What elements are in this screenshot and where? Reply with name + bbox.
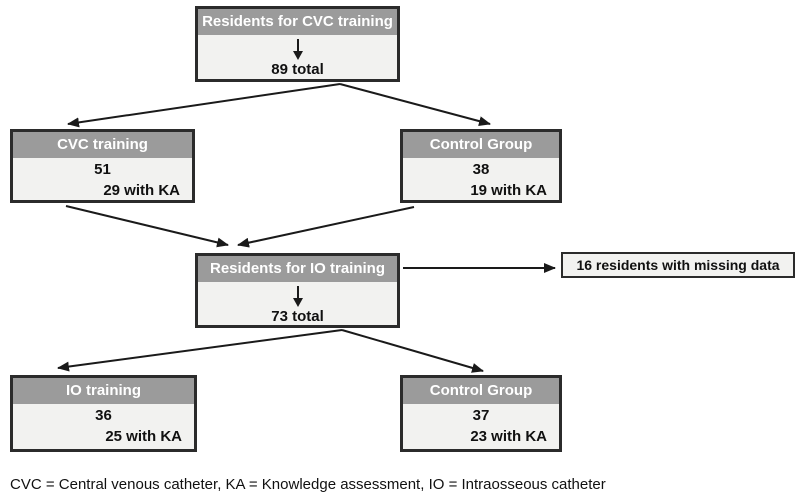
node-io-control-group: Control Group 37 23 with KA: [400, 375, 562, 452]
node-cvc-residents-title: Residents for CVC training: [198, 9, 397, 35]
arrow-io-residents-to-io-training: [57, 329, 343, 372]
node-cvc-training-title: CVC training: [13, 132, 192, 158]
node-io-control-count: 37: [472, 407, 490, 424]
legend-text: CVC = Central venous catheter, KA = Know…: [10, 476, 606, 493]
node-io-residents: Residents for IO training 73 total: [195, 253, 400, 328]
node-cvc-training-ka: 29 with KA: [103, 182, 180, 199]
node-cvc-control-count: 38: [472, 161, 490, 178]
node-cvc-control-ka: 19 with KA: [470, 182, 547, 199]
node-cvc-training: CVC training 51 29 with KA: [10, 129, 195, 203]
node-cvc-control-title: Control Group: [403, 132, 559, 158]
node-io-training: IO training 36 25 with KA: [10, 375, 197, 452]
arrow-cvc-training-to-io-residents: [65, 205, 229, 248]
node-cvc-training-count: 51: [94, 161, 111, 178]
node-cvc-residents-total: 89 total: [271, 61, 324, 78]
node-io-residents-title: Residents for IO training: [198, 256, 397, 282]
node-missing-data: 16 residents with missing data: [561, 252, 795, 278]
down-arrow-icon: [292, 286, 303, 307]
arrow-residents-to-cvc-training: [67, 83, 341, 128]
node-cvc-control-group: Control Group 38 19 with KA: [400, 129, 562, 203]
arrow-cvc-control-to-io-residents: [237, 206, 415, 248]
arrow-io-residents-to-io-control: [341, 329, 484, 373]
node-cvc-residents: Residents for CVC training 89 total: [195, 6, 400, 82]
arrow-residents-to-cvc-control: [339, 83, 491, 126]
node-io-control-ka: 23 with KA: [470, 428, 547, 445]
node-io-training-count: 36: [95, 407, 112, 424]
node-io-control-title: Control Group: [403, 378, 559, 404]
node-io-residents-total: 73 total: [271, 308, 324, 325]
node-io-training-title: IO training: [13, 378, 194, 404]
down-arrow-icon: [292, 39, 303, 60]
node-io-training-ka: 25 with KA: [105, 428, 182, 445]
